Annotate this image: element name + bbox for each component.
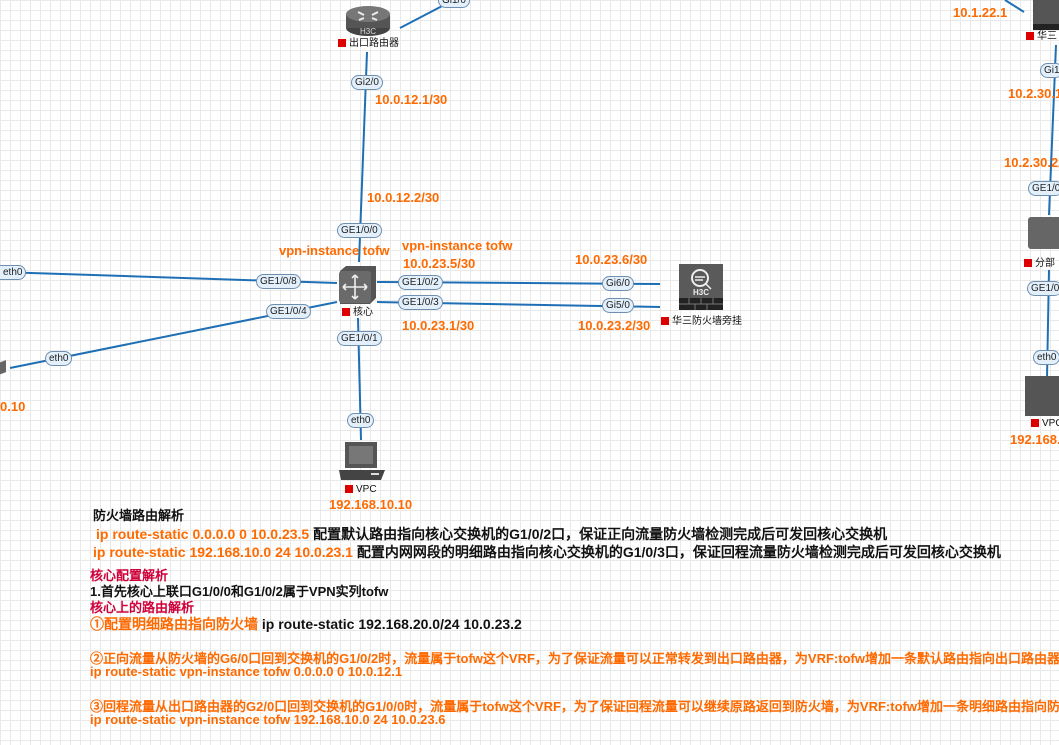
core-route-2-desc: ②正向流量从防火墙的G6/0口回到交换机的G1/0/2时，流量属于tofw这个V… <box>90 651 1059 666</box>
fw-route-2-desc: 配置内网网段的明细路由指向核心交换机的G1/0/3口，保证回程流量防火墙检测完成… <box>352 544 1001 560</box>
right-vpc-icon[interactable] <box>1025 376 1059 416</box>
firewall-brand: H3C <box>693 288 709 297</box>
link-right-top <box>1004 0 1025 13</box>
port-ge1-0-1: GE1/0/1 <box>337 331 382 346</box>
port-right-ge2: GE1/0 <box>1027 281 1059 296</box>
firewall-label: 华三防火墙旁挂 <box>661 316 742 328</box>
ip-10-0-23-1: 10.0.23.1/30 <box>402 318 475 333</box>
ip-10-0-23-2: 10.0.23.2/30 <box>578 318 651 333</box>
port-gi6-0: Gi6/0 <box>602 276 634 291</box>
firewall-icon[interactable]: H3C <box>677 262 725 312</box>
port-ge1-0-0: GE1/0/0 <box>337 223 382 238</box>
port-gi1-0: Gi1/0 <box>438 0 470 8</box>
right-firewall-label: 华三 <box>1026 31 1057 43</box>
fw-route-2: ip route-static 192.168.10.0 24 10.0.23.… <box>93 542 1001 562</box>
core-route-1-desc: ①配置明细路由指向防火墙 <box>90 616 258 632</box>
right-vpc-ip: 192.168. <box>1010 432 1059 447</box>
core-route-1: ①配置明细路由指向防火墙 ip route-static 192.168.20.… <box>90 614 522 634</box>
port-right-eth0: eth0 <box>1033 350 1059 365</box>
fw-route-1-cmd: ip route-static 0.0.0.0 0 10.0.23.5 <box>96 526 310 542</box>
ip-10-0-23-5: 10.0.23.5/30 <box>403 256 476 271</box>
ip-10-0-23-6: 10.0.23.6/30 <box>575 252 648 267</box>
core-route-3-cmd: ip route-static vpn-instance tofw 192.16… <box>90 712 446 727</box>
core-label: 核心 <box>342 307 373 319</box>
vpc-ip: 192.168.10.10 <box>329 497 413 512</box>
ip-left-partial: 0.10 <box>0 399 26 414</box>
port-ge1-0-2: GE1/0/2 <box>398 275 443 290</box>
core-switch-icon[interactable] <box>336 265 378 305</box>
link-router-up <box>399 3 447 29</box>
ip-10-2-30-2: 10.2.30.2/ <box>1004 155 1059 170</box>
vpc-pc-icon[interactable] <box>337 440 387 482</box>
port-ge1-0-8: GE1/0/8 <box>256 274 301 289</box>
core-route-1-cmd: ip route-static 192.168.20.0/24 10.0.23.… <box>258 616 522 632</box>
port-gi2-0: Gi2/0 <box>351 75 383 90</box>
vpc-label: VPC <box>345 484 377 496</box>
vpn-instance-label-1: vpn-instance tofw <box>279 243 390 258</box>
port-right-ge1: GE1/0 <box>1028 181 1059 196</box>
port-eth0-vpc: eth0 <box>347 413 375 428</box>
fw-route-2-cmd: ip route-static 192.168.10.0 24 10.0.23.… <box>93 544 353 560</box>
fw-route-1: ip route-static 0.0.0.0 0 10.0.23.5 配置默认… <box>96 524 887 544</box>
port-right-gi1: Gi1 <box>1040 63 1059 78</box>
port-eth0-left-top: eth0 <box>0 265 27 280</box>
core-route-3-desc: ③回程流量从出口路由器的G2/0口回到交换机的G1/0/0时，流量属于tofw这… <box>90 699 1059 714</box>
vpn-instance-label-2: vpn-instance tofw <box>402 238 513 253</box>
right-vpc-label: VPC <box>1031 418 1059 430</box>
ip-10-0-12-1: 10.0.12.1/30 <box>375 92 448 107</box>
ip-10-1-22-1: 10.1.22.1 <box>953 5 1008 20</box>
right-switch-label: 分部 <box>1024 258 1055 270</box>
ip-10-2-30-1: 10.2.30.1 <box>1008 86 1059 101</box>
router-brand: H3C <box>360 27 376 36</box>
core-config-1: 1.首先核心上联口G1/0/0和G1/0/2属于VPN实列tofw <box>90 584 389 599</box>
core-config-title: 核心配置解析 <box>90 568 169 583</box>
ip-10-0-12-2: 10.0.12.2/30 <box>367 190 440 205</box>
port-ge1-0-4: GE1/0/4 <box>266 304 311 319</box>
fw-route-title: 防火墙路由解析 <box>93 508 185 523</box>
fw-route-1-desc: 配置默认路由指向核心交换机的G1/0/2口，保证正向流量防火墙检测完成后可发回核… <box>309 526 888 542</box>
right-firewall-icon[interactable] <box>1033 0 1059 30</box>
core-route-title: 核心上的路由解析 <box>90 600 195 615</box>
core-route-2-cmd: ip route-static vpn-instance tofw 0.0.0.… <box>90 664 403 679</box>
right-switch-icon[interactable] <box>1028 217 1059 249</box>
port-eth0-left-bottom: eth0 <box>45 351 73 366</box>
port-gi5-0: Gi5/0 <box>602 298 634 313</box>
port-ge1-0-3: GE1/0/3 <box>398 295 443 310</box>
router-icon[interactable]: H3C <box>344 4 392 38</box>
router-label: 出口路由器 <box>338 38 399 50</box>
